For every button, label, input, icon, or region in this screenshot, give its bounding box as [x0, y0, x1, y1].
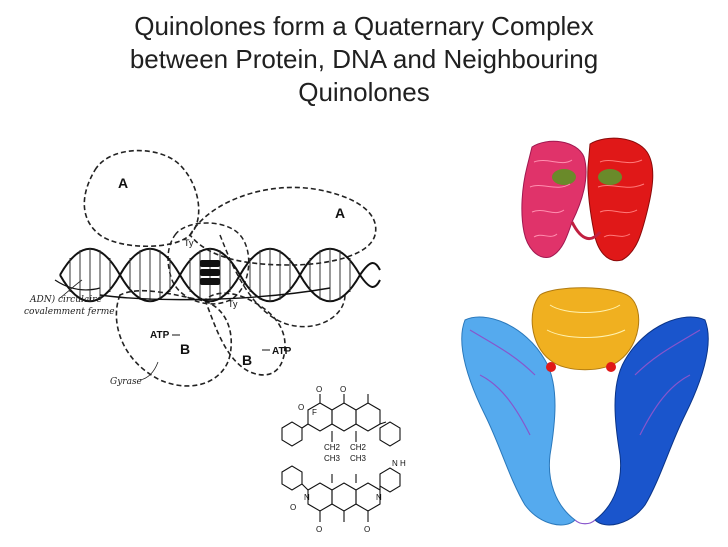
quinolone-chemical-structure: O O O F CH2 CH3 CH2 CH3 N H N N O O O — [268, 382, 418, 542]
chem-o-bottom2: O — [364, 525, 370, 534]
protein-bottom-center-domain — [531, 287, 640, 371]
chem-ch3-left: CH3 — [324, 454, 341, 463]
title-line-3: Quinolones — [298, 77, 430, 107]
protein-structure-bottom — [455, 285, 715, 535]
handwritten-dna-line1: ADN) circulaire — [29, 294, 102, 305]
protein-top-ribbons-right — [597, 159, 645, 238]
bottom-piperazine-left — [281, 465, 303, 491]
subunit-b-right-outline — [204, 292, 286, 376]
slide-title: Quinolones form a Quaternary Complex bet… — [20, 10, 708, 109]
protein-top-ribbons-left — [529, 159, 573, 238]
bottom-ring-3 — [355, 482, 381, 512]
gyrase-label-pointer — [139, 361, 159, 381]
chemical-structure-svg: O O O F CH2 CH3 CH2 CH3 N H N N O O O — [281, 385, 406, 534]
top-piperazine-left — [281, 421, 303, 447]
top-piperazine-right — [379, 421, 401, 447]
chem-o-top2: O — [340, 385, 346, 394]
chem-ch2-right: CH2 — [350, 443, 367, 452]
gyrase-dna-svg: A A B B Ty Ty ATP ATP ADN) circulaire co… — [24, 149, 381, 387]
dna-label-pointer — [59, 279, 83, 299]
label-ty-bottom: Ty — [228, 299, 238, 309]
bottom-ring-1 — [307, 482, 333, 512]
dna-base-pairs — [69, 248, 351, 302]
protein-bottom-dot-left — [546, 362, 556, 372]
top-ring-3 — [355, 402, 381, 432]
bottom-ring-2 — [331, 482, 357, 512]
chem-n-h-top: N — [392, 459, 398, 468]
protein-bottom-dot-right — [606, 362, 616, 372]
chem-o-minus-bottom: O — [290, 503, 296, 512]
top-ring-2 — [331, 402, 357, 432]
dna-helix — [54, 247, 381, 303]
protein-top-inner-right — [598, 169, 622, 185]
quinolone-stack — [200, 260, 220, 285]
label-ty-top: Ty — [184, 238, 194, 248]
subunit-b-left-outline — [115, 289, 232, 387]
chem-h-top: H — [400, 459, 406, 468]
subunit-a-left-outline — [83, 149, 200, 247]
title-line-2: between Protein, DNA and Neighbouring — [129, 44, 599, 74]
protein-top-inner-left — [552, 169, 576, 185]
protein-top-right-domain — [587, 137, 654, 262]
protein-top-bridge — [570, 221, 602, 241]
protein-top-svg — [521, 137, 654, 262]
label-b-right: B — [242, 352, 252, 368]
protein-bottom-ribbons — [469, 329, 701, 525]
chem-n-left: N — [304, 493, 310, 502]
protein-structure-top — [512, 132, 662, 272]
handwritten-gyrase: Gyrase — [110, 377, 142, 387]
title-line-1: Quinolones form a Quaternary Complex — [134, 11, 594, 41]
label-atp-left: ATP — [150, 330, 170, 341]
dna-lower-strand — [99, 287, 331, 301]
chem-ch3-right: CH3 — [350, 454, 367, 463]
chem-n-right: N — [376, 493, 382, 502]
protein-bottom-center-ribbons — [546, 304, 626, 338]
label-a-left: A — [118, 175, 128, 191]
label-b-left: B — [180, 341, 190, 357]
chem-o-top1: O — [316, 385, 322, 394]
chem-f-label: F — [312, 408, 317, 417]
protein-top-left-domain — [521, 140, 587, 258]
label-atp-right: ATP — [272, 346, 292, 357]
handwritten-dna-line2: covalemment ferme — [24, 307, 115, 317]
protein-bottom-svg — [461, 287, 709, 526]
chem-o-minus-left: O — [298, 403, 304, 412]
chem-ch2-left: CH2 — [324, 443, 341, 452]
bottom-piperazine-right — [379, 467, 401, 493]
label-a-right: A — [335, 205, 345, 221]
center-outline — [167, 222, 250, 305]
subunit-a-right-outline — [189, 186, 377, 266]
gyrase-dna-diagram: A A B B Ty Ty ATP ATP ADN) circulaire co… — [0, 140, 420, 400]
chem-o-bottom1: O — [316, 525, 322, 534]
